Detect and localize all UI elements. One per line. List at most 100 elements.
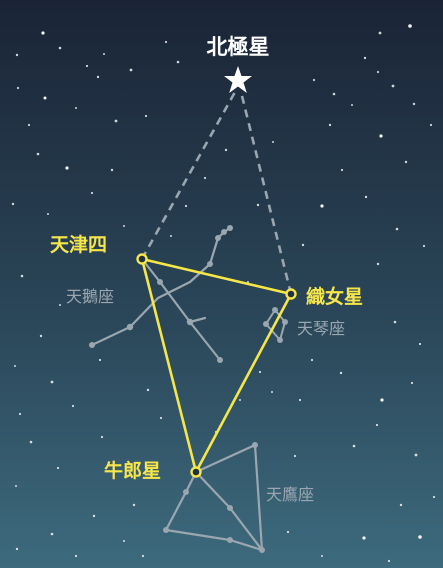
background-star xyxy=(71,404,75,408)
summer-triangle xyxy=(140,257,293,474)
background-star xyxy=(352,444,356,448)
background-star xyxy=(56,466,60,470)
deneb-ring-marker-icon xyxy=(136,253,148,265)
background-star xyxy=(429,123,433,127)
background-star xyxy=(85,64,89,68)
background-star xyxy=(422,244,426,248)
background-star xyxy=(41,31,45,35)
background-star xyxy=(43,96,47,100)
aquila-star xyxy=(227,537,233,543)
lyra-star xyxy=(282,319,288,325)
background-star xyxy=(50,532,54,536)
background-star xyxy=(103,53,105,55)
background-star xyxy=(404,160,408,164)
background-star xyxy=(16,86,20,90)
background-star xyxy=(50,380,54,384)
background-star xyxy=(176,60,180,64)
background-star xyxy=(75,107,77,109)
cygnus-star xyxy=(221,229,227,235)
background-star xyxy=(20,274,24,278)
background-star xyxy=(224,148,228,152)
aquila-star xyxy=(252,442,258,448)
background-star xyxy=(170,235,172,237)
background-star xyxy=(414,453,418,457)
background-star xyxy=(11,202,15,206)
background-star xyxy=(123,225,125,227)
background-star xyxy=(123,540,125,542)
background-star xyxy=(362,536,366,540)
background-star xyxy=(328,123,332,127)
aquila-star xyxy=(183,489,189,495)
vega-label: 織女星 xyxy=(306,285,363,308)
cygnus-star xyxy=(207,261,213,267)
background-star xyxy=(271,391,273,393)
background-star xyxy=(15,547,19,551)
background-star xyxy=(379,134,383,138)
background-star xyxy=(339,371,343,375)
background-star xyxy=(110,168,114,172)
lyra-stars xyxy=(263,307,288,343)
background-star xyxy=(340,168,344,172)
background-star xyxy=(351,104,353,106)
cygnus-star xyxy=(186,318,194,326)
background-star xyxy=(58,46,62,50)
background-star xyxy=(59,304,61,306)
background-star xyxy=(378,31,382,35)
bright-star-markers xyxy=(136,253,297,478)
background-star xyxy=(301,243,305,247)
background-star xyxy=(90,191,94,195)
polaris-label: 北極星 xyxy=(207,35,270,59)
background-star xyxy=(376,262,380,266)
background-star xyxy=(239,399,241,401)
background-star xyxy=(65,166,69,170)
cygnus-star xyxy=(157,279,163,285)
background-star xyxy=(412,102,416,106)
background-star xyxy=(380,398,384,402)
background-star xyxy=(393,320,397,324)
summer-triangle-lines xyxy=(140,257,293,474)
background-star xyxy=(293,454,297,458)
background-star xyxy=(298,398,302,402)
aquila-star xyxy=(227,505,233,511)
background-star xyxy=(36,152,40,156)
background-star xyxy=(256,203,260,207)
background-star xyxy=(39,334,43,338)
background-star xyxy=(258,370,262,374)
background-star xyxy=(418,535,422,539)
deneb-label: 天津四 xyxy=(50,233,107,256)
background-star xyxy=(399,503,403,507)
cygnus-star xyxy=(126,323,134,331)
background-star xyxy=(351,295,353,297)
aquila-stars xyxy=(163,442,265,553)
background-star xyxy=(184,204,188,208)
background-star xyxy=(364,195,368,199)
background-star xyxy=(272,141,274,143)
cygnus-label: 天鵝座 xyxy=(66,287,114,306)
background-star xyxy=(320,204,324,208)
cygnus-star xyxy=(215,235,221,241)
aquila-star xyxy=(163,527,169,533)
aquila-label: 天鷹座 xyxy=(266,485,314,504)
background-star xyxy=(18,412,22,416)
vega-to-polaris-line xyxy=(239,91,293,295)
background-star xyxy=(114,119,118,123)
deneb-to-polaris-line xyxy=(140,91,237,260)
background-star xyxy=(286,530,290,534)
background-star xyxy=(310,358,314,362)
background-star xyxy=(410,381,414,385)
background-star xyxy=(15,485,17,487)
cygnus-star xyxy=(227,225,233,231)
aquila-star xyxy=(259,547,265,553)
background-star xyxy=(363,56,367,60)
background-star xyxy=(74,554,78,558)
background-star xyxy=(376,70,380,74)
background-star xyxy=(141,554,145,558)
background-star xyxy=(132,503,136,507)
background-star xyxy=(47,213,49,215)
background-star xyxy=(387,559,391,563)
lyra-star xyxy=(272,307,278,313)
polaris-star-icon xyxy=(224,66,252,93)
lyra-label: 天琴座 xyxy=(297,319,345,338)
